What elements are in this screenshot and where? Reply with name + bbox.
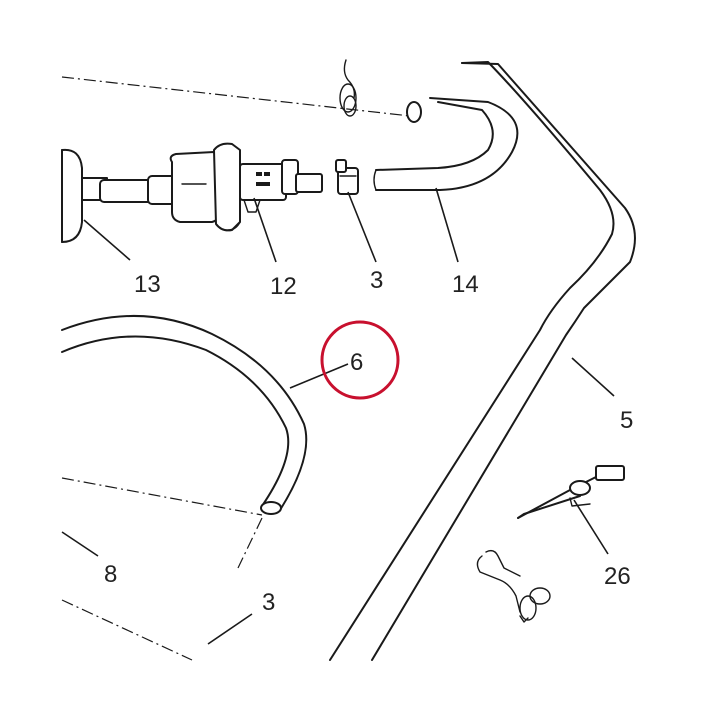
highlight-circle: [320, 320, 400, 400]
clamp-3-top: [335, 159, 359, 195]
callout-3-bottom: 3: [262, 589, 275, 616]
callout-13: 13: [134, 271, 161, 298]
callout-6: 6: [350, 349, 363, 376]
hose-5: [329, 61, 636, 661]
callout-14: 14: [452, 271, 479, 298]
callout-labels: 13 12 3 14 6 5 8 3 26: [104, 267, 633, 616]
clip-top: [339, 59, 357, 117]
callout-26: 26: [604, 563, 631, 590]
hose-14: [373, 97, 519, 191]
callout-3-top: 3: [370, 267, 383, 294]
hose-6: [61, 314, 308, 515]
valve-12: [99, 142, 323, 232]
callout-5: 5: [620, 407, 633, 434]
callout-12: 12: [270, 273, 297, 300]
leader-lines: [61, 187, 615, 645]
cable-tie-26: [517, 465, 625, 519]
callout-8: 8: [104, 561, 117, 588]
spring-clip: [476, 549, 551, 623]
